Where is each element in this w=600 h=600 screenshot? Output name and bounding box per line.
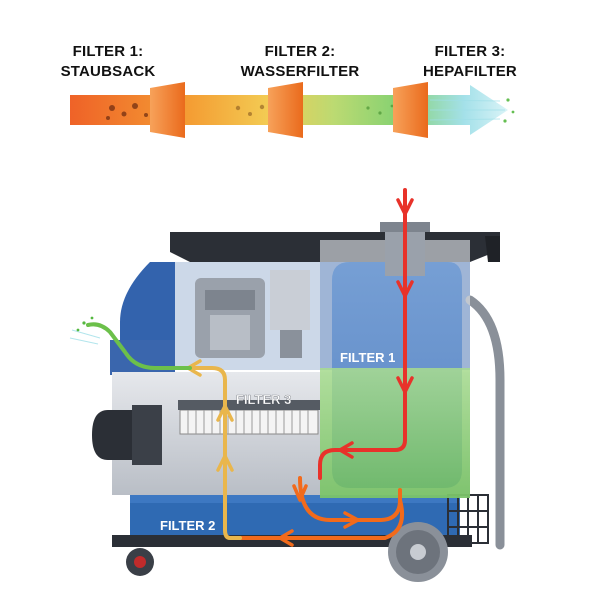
cone-filter-1	[150, 82, 185, 138]
airflow-intake-red	[318, 188, 407, 480]
heading-filter-1-line1: FILTER 1:	[72, 43, 144, 60]
exhaust-particles	[76, 316, 94, 332]
heading-filter-3-line2: HEPAFILTER	[423, 63, 517, 80]
airflow-exhaust-green	[86, 322, 192, 370]
dirt-particles	[106, 103, 148, 120]
exhaust-streaks	[69, 329, 101, 345]
hepa-filter	[178, 400, 320, 435]
dust-bag-chamber	[320, 222, 470, 498]
wheel-icon	[126, 548, 154, 576]
rear-handle	[465, 295, 505, 550]
heading-filter-3: FILTER 3: HEPAFILTER	[400, 42, 540, 82]
heading-filter-2: FILTER 2: WASSERFILTER	[225, 42, 375, 82]
label-filter-2: FILTER 2	[160, 518, 215, 533]
motor-icon	[195, 270, 310, 358]
heading-filter-1-line2: STAUBSACK	[60, 63, 156, 80]
cone-filter-2	[268, 82, 303, 138]
heading-filter-2-line1: FILTER 2:	[264, 43, 336, 60]
filter-flow-band	[70, 82, 515, 138]
label-filter-1: FILTER 1	[340, 350, 395, 365]
large-wheel-icon	[388, 522, 448, 582]
heading-filter-1: FILTER 1: STAUBSACK	[38, 42, 178, 82]
heading-filter-3-line1: FILTER 3:	[434, 43, 506, 60]
heading-filter-2-line2: WASSERFILTER	[240, 63, 360, 80]
cone-filter-3	[393, 82, 428, 138]
water-filter-fill	[320, 368, 470, 498]
label-filter-3: FILTER 3	[236, 392, 291, 407]
